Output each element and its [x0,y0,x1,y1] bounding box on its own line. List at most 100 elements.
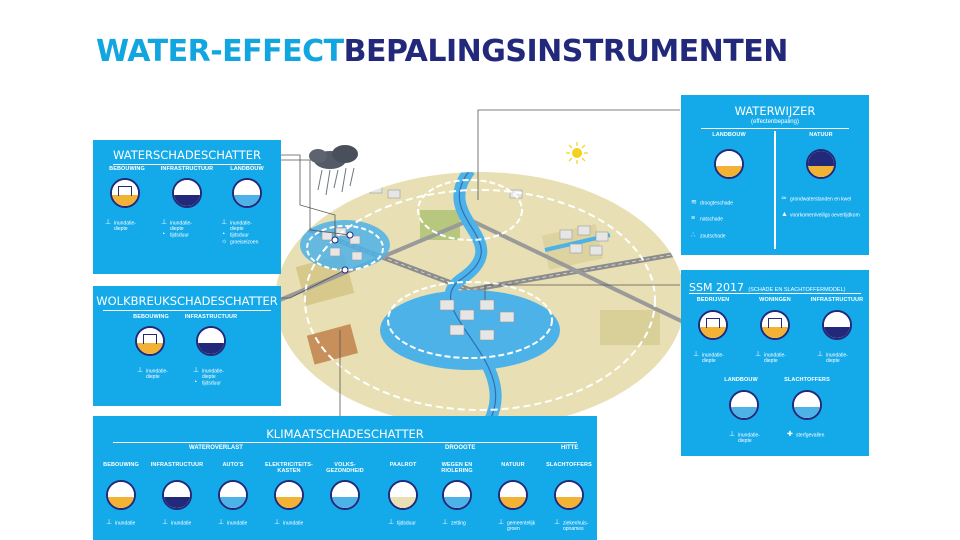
column-infrastructuur: INFRASTRUCTUUR [150,462,204,468]
elektriciteitskasten-icon [274,480,304,510]
column-bebouwing: BEBOUWING [94,462,148,468]
zone-ring-center [387,281,553,359]
legend-bullet-icon: ⊥ [218,519,225,526]
panel-title-row: SSM 2017 (SCHADE EN SLACHTOFFERMODEL) [689,278,845,296]
panel-wolkbreukschadeschatter: WOLKBREUKSCHADESCHATTER BEBOUWING INFRAS… [93,286,281,406]
panel-subtitle: (effectenbepaling) [751,119,799,125]
depth-icon: ⊥ [105,219,112,226]
zone-ring-top [417,179,523,241]
column-landbouw: LANDBOUW [689,132,769,138]
legend-landbouw: ⊥inundatie- diepte ◔tijdsduur ☼groeiseiz… [221,219,258,245]
column-natuur: NATUUR [781,132,861,138]
legend-infrastructuur: ⊥inundatie- diepte ◔tijdsduur [161,219,192,239]
legend-bullet-icon: ⊥ [442,519,449,526]
houses-right [559,225,609,256]
legend-text: opnames [563,526,584,533]
legend-text: inundatie- [702,352,724,359]
victim-icon [792,390,822,420]
legend-text: inundatie- [114,220,136,227]
legend-text: inundatie- [230,220,252,227]
page-title: WATER-EFFECTBEPALINGSINSTRUMENTEN [96,34,788,69]
legend-text: grondwaterstanden en kwel [790,196,852,203]
legend-text: tijdsduur [170,232,189,239]
zone-ring-left [306,225,384,271]
legend-landbouw: ⊥inundatie-diepte [729,431,760,445]
legend-paalrot: ⊥tijdsduur [388,519,416,526]
legend-text: diepte [764,358,778,365]
column-label: VOLKS- GEZONDHEID [326,462,364,474]
legend-text: inundatie [171,520,192,527]
legend-text: ziekenhuis- [563,520,589,527]
column-label: NATUUR [501,462,525,468]
field-patch [600,310,660,345]
legend-landbouw: ≋droogteschade ≡natschade ∴zoutschade [691,195,733,244]
crop-flood-icon [232,178,262,208]
legend-infrastructuur: ⊥inundatie-diepte [817,351,848,364]
column-label: NATUUR [809,132,833,138]
autos-icon [218,480,248,510]
natuur-icon [498,480,528,510]
crop-flood-icon [729,390,759,420]
legend-bullet-icon: ⊥ [106,519,113,526]
location-markers [331,231,354,274]
legend-elektriciteitskasten: ⊥inundatie [274,519,304,527]
column-label: INFRASTRUCTUUR [160,166,214,172]
legend-bebouwing: ⊥inundatie- diepte [137,367,168,380]
column-paalrot: PAALROT [376,462,430,468]
field-patch [306,324,359,365]
legend-text: groen [507,526,520,533]
depth-icon: ⊥ [161,219,168,226]
legend-bullet-icon: ⊥ [554,519,561,526]
triangle-icon: ▲ [781,211,788,219]
column-label: WONINGEN [759,297,791,303]
column-elektriciteitskasten: ELEKTRICITEITS- KASTEN [262,462,316,474]
legend-text: droogteschade [700,200,734,207]
legend-text: inundatie- [826,352,848,359]
legend-text: natschade [700,216,724,223]
column-woningen: WONINGEN [745,297,805,303]
road-flood-icon [196,326,226,356]
legend-autos: ⊥inundatie [218,519,248,527]
depth-icon: ⊥ [729,431,736,438]
legend-text: inundatie [283,520,304,527]
panel-title: KLIMAATSCHADESCHATTER [266,427,424,441]
legend-text: diepte [738,438,752,445]
column-divider [774,131,776,249]
clock-icon: ◔ [221,231,226,239]
column-label: PAALROT [389,462,417,468]
group-label-hitte: HITTE [561,445,579,451]
salt-icon: ∴ [691,231,696,239]
legend-text: inundatie- [170,220,192,227]
depth-icon: ⊥ [137,367,144,374]
column-label: ELEKTRICITEITS- KASTEN [265,462,313,474]
drought-icon: ≋ [691,199,697,206]
panel-title: SSM 2017 [689,281,744,294]
legend-bullet-icon: ⊥ [274,519,281,526]
legend-bullet-icon: ⊥ [388,519,395,526]
sun-icon [566,142,588,164]
legend-text: inundatie [227,520,248,527]
legend-text: zetting [451,520,466,527]
legend-bebouwing: ⊥inundatie- diepte [105,219,136,232]
volksgezondheid-icon [330,480,360,510]
column-slachtoffers: SLACHTOFFERS [777,377,837,383]
column-infrastructuur: INFRASTRUCTUUR [181,314,241,320]
legend-bullet-icon: ⊥ [498,519,505,526]
group-label-droogte: DROOGTE [445,445,476,451]
depth-icon: ⊥ [693,351,700,358]
column-label: SLACHTOFFERS [546,462,592,468]
legend-text: diepte [170,226,184,233]
clock-icon: ◔ [193,379,198,387]
legend-bullet-icon: ⊥ [162,519,169,526]
column-natuur: NATUUR [486,462,540,468]
wegen-en-riolering-icon [442,480,472,510]
legend-text: diepte [230,226,244,233]
houses-center [439,299,515,341]
house-flood-icon [110,178,140,208]
panel-waterwijzer: WATERWIJZER (effectenbepaling) LANDBOUW … [681,95,869,255]
legend-text: tijdsduur [202,380,221,387]
legend-text: sterfgevallen [796,432,825,439]
legend-infrastructuur: ⊥inundatie [162,519,192,527]
column-label: LANDBOUW [230,166,264,172]
